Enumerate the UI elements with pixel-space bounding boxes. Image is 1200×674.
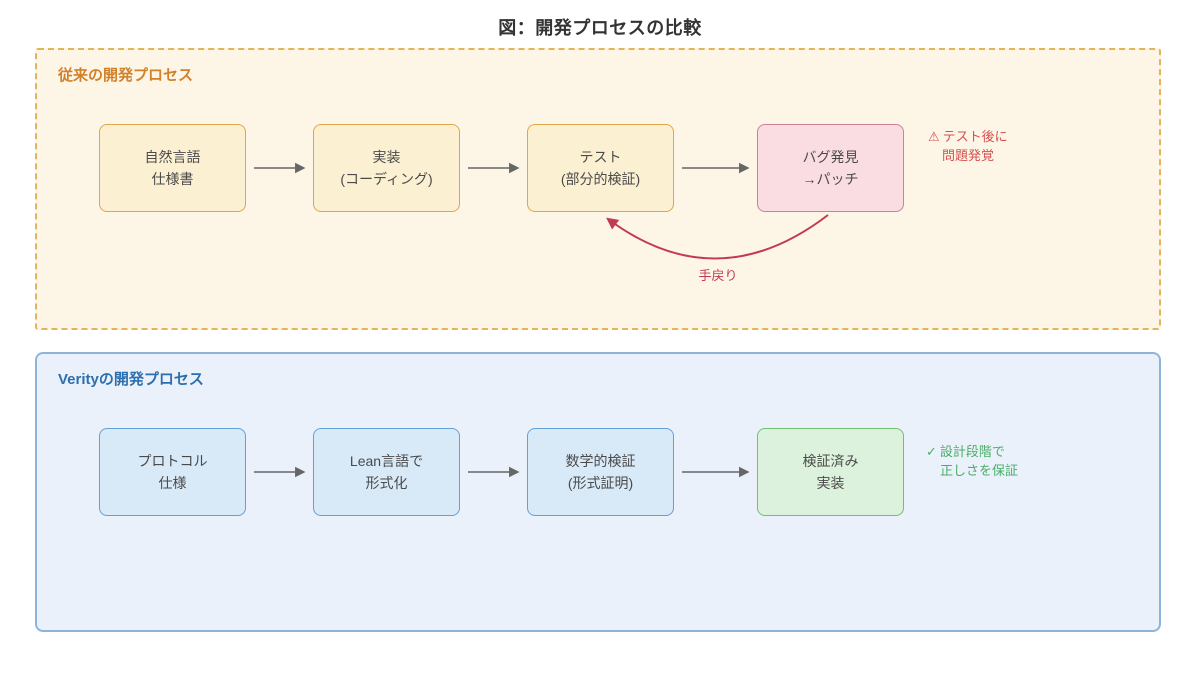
- check-icon: ✓: [926, 444, 937, 459]
- step-label: バグ発見: [802, 148, 859, 165]
- step-label: 数学的検証: [565, 452, 636, 469]
- warning-text-line2: 問題発覚: [942, 147, 995, 163]
- success-text-line1: 設計段階で: [939, 444, 1005, 459]
- warning-text-line1: テスト後に: [942, 129, 1008, 144]
- trad-step-implementation-box: 実装 (コーディング): [313, 124, 460, 212]
- trad-step-test-box: テスト (部分的検証): [527, 124, 674, 212]
- trad-step-spec-box: 自然言語 仕様書: [99, 124, 246, 212]
- warning-annotation: ⚠テスト後に 問題発覚: [928, 128, 1008, 166]
- step-label: 形式化: [365, 474, 408, 491]
- step-label: Lean言語で: [349, 452, 424, 469]
- verity-step-verification-box: 数学的検証 (形式証明): [527, 428, 674, 516]
- step-label: 実装: [372, 148, 401, 165]
- step-label: →パッチ: [802, 170, 859, 187]
- success-text-line2: 正しさを保証: [940, 462, 1019, 478]
- step-label: プロトコル: [137, 452, 208, 469]
- trad-step-bug-patch-box: バグ発見 →パッチ: [757, 124, 904, 212]
- verity-step-protocol-box: プロトコル 仕様: [99, 428, 246, 516]
- verity-step-verified-impl-box: 検証済み 実装: [757, 428, 904, 516]
- step-label: (コーディング): [340, 170, 433, 187]
- step-label: テスト: [579, 148, 622, 165]
- step-label: 実装: [816, 474, 845, 491]
- traditional-process-label: 従来の開発プロセス: [58, 67, 194, 84]
- step-label: (部分的検証): [560, 170, 641, 187]
- step-label: 仕様: [158, 474, 187, 491]
- step-label: 仕様書: [151, 170, 194, 187]
- step-label: 自然言語: [144, 148, 201, 165]
- step-label: (形式証明): [567, 474, 634, 491]
- step-label: 検証済み: [802, 452, 859, 469]
- verity-process-label: Verityの開発プロセス: [58, 371, 204, 388]
- page-title: 図：開発プロセスの比較: [498, 18, 702, 38]
- rework-label: 手戻り: [698, 268, 738, 283]
- warning-icon: ⚠: [928, 129, 940, 144]
- verity-step-lean-box: Lean言語で 形式化: [313, 428, 460, 516]
- success-annotation: ✓設計段階で 正しさを保証: [926, 443, 1018, 481]
